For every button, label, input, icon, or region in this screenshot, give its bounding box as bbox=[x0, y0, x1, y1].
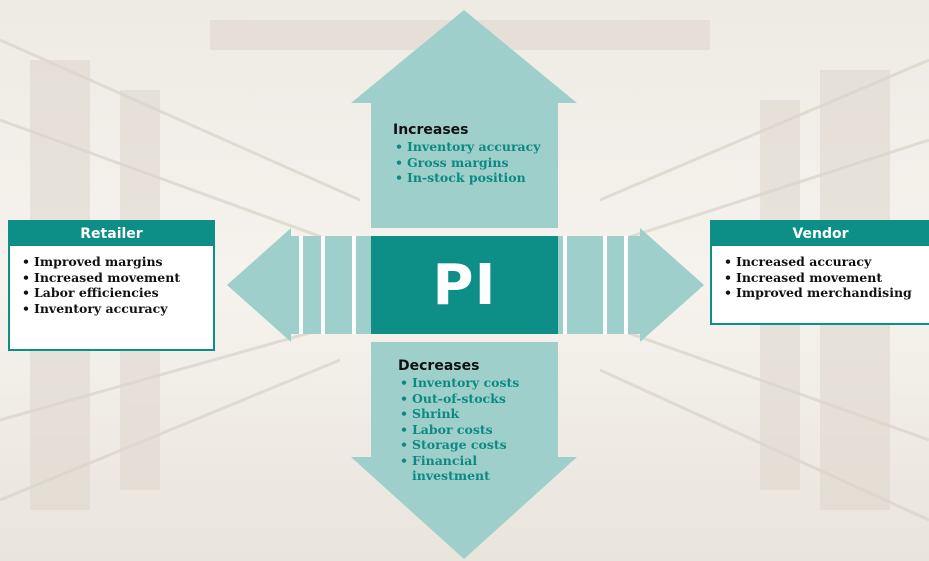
increases-item: •Gross margins bbox=[395, 154, 509, 170]
retailer-item: Labor efficiencies bbox=[22, 285, 207, 301]
pi-center-box: PI bbox=[371, 236, 558, 334]
vendor-title: Vendor bbox=[712, 222, 929, 246]
decreases-block: Decreases •Inventory costs •Out-of-stock… bbox=[398, 358, 519, 484]
decreases-item: •Storage costs bbox=[400, 437, 507, 452]
vendor-item: Improved merchandising bbox=[724, 285, 923, 301]
decreases-item-continuation: investment bbox=[412, 468, 490, 483]
retailer-title: Retailer bbox=[10, 222, 213, 246]
decreases-item: •Inventory costs bbox=[400, 375, 520, 390]
retailer-item: Inventory accuracy bbox=[22, 301, 207, 317]
retailer-panel: Retailer Improved margins Increased move… bbox=[8, 220, 215, 351]
vendor-item: Increased accuracy bbox=[724, 254, 923, 270]
right-arrow bbox=[558, 228, 704, 342]
increases-list: •Inventory accuracy •Gross margins •In-s… bbox=[393, 139, 541, 186]
vendor-list: Increased accuracy Increased movement Im… bbox=[712, 246, 929, 307]
increases-item: •Inventory accuracy bbox=[395, 139, 541, 154]
vendor-panel: Vendor Increased accuracy Increased move… bbox=[710, 220, 929, 325]
vendor-item: Increased movement bbox=[724, 270, 923, 286]
decreases-title: Decreases bbox=[398, 358, 480, 374]
decreases-item: •Financial bbox=[400, 452, 478, 468]
right-arrow-stripes bbox=[563, 236, 628, 334]
retailer-list: Improved margins Increased movement Labo… bbox=[10, 246, 213, 322]
increases-title: Increases bbox=[393, 122, 469, 138]
decreases-list: •Inventory costs •Out-of-stocks •Shrink … bbox=[398, 375, 519, 484]
retailer-item: Increased movement bbox=[22, 270, 207, 286]
pi-label: PI bbox=[432, 252, 497, 318]
increases-block: Increases •Inventory accuracy •Gross mar… bbox=[393, 122, 541, 186]
decreases-item: •Shrink bbox=[400, 406, 460, 421]
decreases-item: •Labor costs bbox=[400, 421, 493, 437]
down-arrow bbox=[351, 342, 577, 559]
retailer-item: Improved margins bbox=[22, 254, 207, 270]
left-arrow-stripes bbox=[299, 236, 356, 334]
increases-item: •In-stock position bbox=[395, 170, 526, 185]
up-arrow bbox=[351, 10, 577, 228]
decreases-item: •Out-of-stocks bbox=[400, 390, 506, 406]
